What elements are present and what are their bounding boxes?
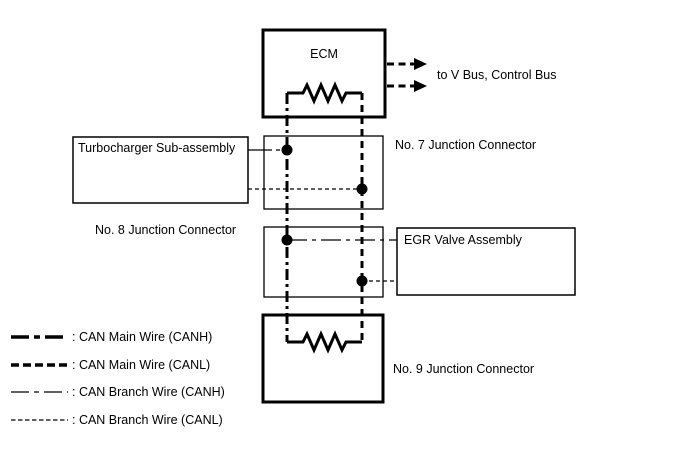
bus-annotation-label: to V Bus, Control Bus — [437, 68, 557, 82]
junction7-canl-dot — [356, 183, 368, 195]
control-bus-arrowhead-icon — [414, 80, 427, 92]
junction8-box — [263, 226, 384, 298]
junction8-label: No. 8 Junction Connector — [95, 223, 237, 237]
ecm-label: ECM — [310, 47, 338, 61]
turbocharger-label: Turbocharger Sub-assembly — [78, 141, 236, 155]
egr-label: EGR Valve Assembly — [404, 233, 522, 247]
junction9-box — [261, 313, 385, 404]
junction8-canl-dot — [356, 275, 368, 287]
turbocharger-box — [72, 136, 249, 204]
legend-label-main-canl: : CAN Main Wire (CANL) — [72, 358, 211, 372]
egr-box — [396, 227, 576, 296]
junction9-label: No. 9 Junction Connector — [393, 362, 535, 376]
v-bus-arrowhead-icon — [414, 58, 427, 70]
junction7-canh-dot — [281, 144, 293, 156]
ecm-terminating-resistor — [287, 81, 362, 105]
junction7-box — [263, 135, 384, 210]
junction9-terminating-resistor — [287, 330, 362, 354]
legend-label-main-canh: : CAN Main Wire (CANH) — [72, 330, 213, 344]
junction8-canh-dot — [281, 234, 293, 246]
legend-label-branch-canh: : CAN Branch Wire (CANH) — [72, 385, 225, 399]
legend-label-branch-canl: : CAN Branch Wire (CANL) — [72, 413, 223, 427]
ecm-box — [261, 28, 387, 119]
junction7-label: No. 7 Junction Connector — [395, 138, 537, 152]
